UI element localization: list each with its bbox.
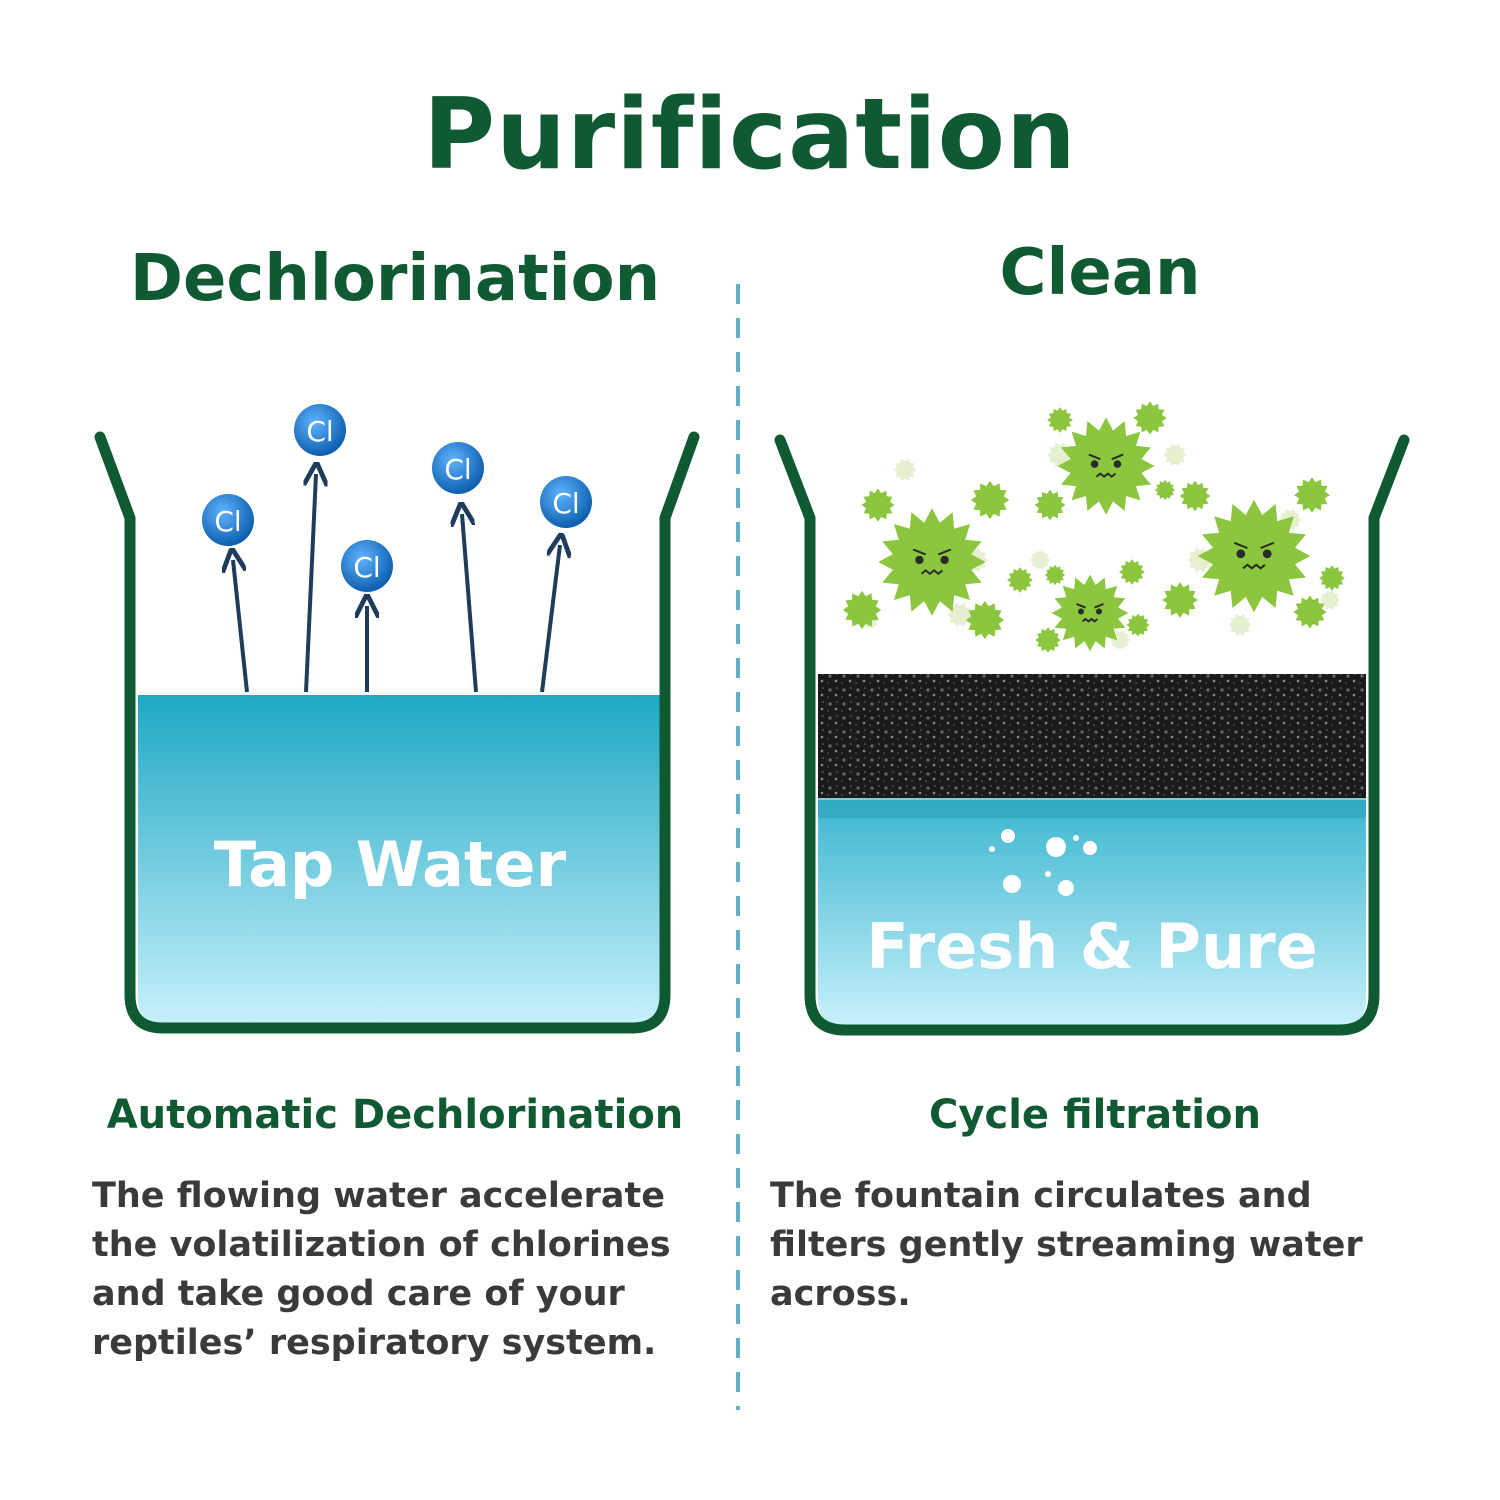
right-beaker-outline — [774, 434, 1410, 1036]
right-description: The fountain circulates and filters gent… — [770, 1176, 1363, 1314]
page-title: Purification — [423, 78, 1077, 192]
center-divider — [736, 284, 740, 1410]
germ-icon — [1035, 627, 1061, 653]
tap-water-fill — [138, 695, 660, 1028]
germ-icon — [1163, 444, 1187, 466]
fresh-pure-label: Fresh & Pure — [866, 910, 1318, 983]
left-description: The flowing water accelerate the volatil… — [92, 1176, 671, 1363]
bubble-icon — [989, 846, 995, 852]
germ-icon — [947, 602, 973, 628]
chlorine-ion-icon: Cl — [341, 540, 393, 592]
right-subheading: Cycle filtration — [929, 1092, 1261, 1138]
bubbles — [989, 829, 1097, 896]
filter-edge — [818, 798, 1366, 818]
germ-icon — [970, 480, 1010, 520]
germ-icon — [1051, 574, 1129, 652]
up-arrow-icon — [233, 560, 249, 693]
bubble-icon — [1083, 841, 1097, 855]
germ-icon — [1154, 479, 1176, 501]
svg-text:Cl: Cl — [444, 453, 471, 486]
germ-icon — [1119, 559, 1145, 585]
chlorine-ion-icon: Cl — [540, 476, 592, 528]
germ-icon — [893, 459, 917, 481]
germ-icon — [1029, 550, 1051, 570]
germ-icon — [1319, 565, 1345, 591]
right-heading: Clean — [999, 236, 1201, 310]
bubble-icon — [1073, 835, 1079, 841]
germ-icon — [1293, 595, 1327, 629]
left-subheading: Automatic Dechlorination — [106, 1092, 684, 1138]
germ-icon — [1197, 499, 1311, 613]
germ-icon — [861, 488, 895, 522]
germ-icon — [1126, 613, 1150, 637]
left-beaker — [94, 431, 700, 1034]
left-heading: Dechlorination — [129, 242, 661, 316]
tap-water-label: Tap Water — [214, 828, 567, 901]
filter-sponge-icon — [818, 674, 1366, 798]
chlorine-ion-icon: Cl — [202, 494, 254, 546]
germ-icon — [1319, 590, 1341, 610]
chlorine-ion-icon: Cl — [294, 404, 346, 456]
germ-cloud — [842, 401, 1345, 653]
right-beaker — [774, 434, 1410, 1036]
chlorine-ion-icon: Cl — [432, 442, 484, 494]
germ-icon — [1162, 582, 1198, 618]
chlorine-ions: Cl Cl Cl Cl Cl — [202, 404, 592, 592]
germ-icon — [1228, 614, 1252, 636]
fresh-water-fill — [818, 800, 1366, 1028]
svg-text:Cl: Cl — [353, 551, 380, 584]
svg-text:Cl: Cl — [306, 415, 333, 448]
germ-icon — [1007, 567, 1033, 593]
up-arrow-icon — [462, 514, 478, 693]
up-arrow-icon — [540, 545, 560, 693]
germ-icon — [1034, 489, 1066, 521]
bubble-icon — [1058, 880, 1074, 896]
bubble-icon — [1001, 829, 1015, 843]
germ-icon — [1179, 480, 1211, 512]
germ-icon — [1047, 407, 1073, 433]
svg-text:Cl: Cl — [214, 505, 241, 538]
germ-icon — [1294, 477, 1330, 513]
svg-text:Cl: Cl — [552, 487, 579, 520]
left-beaker-outline — [94, 431, 700, 1034]
bubble-icon — [1003, 875, 1021, 893]
up-arrow-icon — [306, 474, 316, 693]
chlorine-arrows — [233, 474, 560, 693]
germ-icon — [1133, 401, 1167, 435]
germ-icon — [1057, 417, 1155, 515]
germ-icon — [842, 590, 882, 630]
germ-icon — [878, 508, 986, 616]
germ-icon — [965, 600, 1005, 640]
germ-icon — [1044, 564, 1066, 586]
bubble-icon — [1046, 837, 1066, 857]
bubble-icon — [1045, 871, 1051, 877]
